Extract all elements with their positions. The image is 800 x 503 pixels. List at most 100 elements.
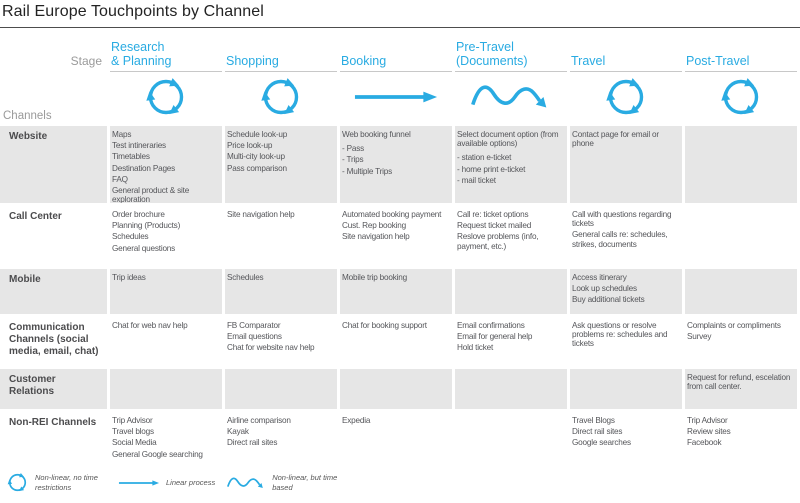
touchpoint-item: FAQ [112,174,128,184]
touchpoint-item: - mail ticket [457,175,496,185]
stage-title: Pre-Travel(Documents) [456,40,528,68]
touchpoint-item: Test intineraries [112,141,166,151]
row-label-communication-channels-social-media-email-chat: Communication Channels (social media, em… [9,322,99,357]
channels-axis-label: Channels [3,110,52,122]
cell-customer-relations-pre-travel-documents [455,369,567,409]
touchpoint-item: Chat for booking support [342,321,427,330]
touchpoint-item: Email for general help [457,332,533,342]
touchpoint-item: Kayak [227,427,249,437]
touchpoint-item: Pass comparison [227,163,287,173]
cell-communication-channels-social-media-email-chat-travel: Ask questions or resolve problems re: sc… [570,317,682,366]
touchpoint-item: Planning (Products) [112,221,181,231]
cycle-icon [110,71,222,123]
touchpoint-item: Multi-city look-up [227,152,285,162]
touchpoint-item: Schedule look-up [227,130,288,139]
touchpoint-item: Schedules [112,232,149,242]
stage-axis-label: Stage [70,54,102,68]
stage-header-booking: Booking [340,33,452,72]
touchpoint-item: Ask questions or resolve problems re: sc… [572,321,668,349]
stage-title: Research& Planning [111,40,172,68]
cell-website-pre-travel-documents: Select document option (from available o… [455,126,567,203]
touchpoint-item: Destination Pages [112,163,176,173]
cell-call-center-shopping: Site navigation help [225,206,337,266]
stage-header-pre-travel-documents: Pre-Travel(Documents) [455,33,567,72]
touchpoint-item: Trip Advisor [112,416,153,425]
legend-item-non-linear-no-time-restrictions: Non-linear, no time restrictions [6,471,107,494]
touchpoint-item: Complaints or compliments [687,321,781,330]
cell-mobile-research-planning: Trip ideas [110,269,222,314]
cycle-icon [685,71,797,123]
cell-mobile-booking: Mobile trip booking [340,269,452,314]
touchpoint-item: General product & site exploration [112,185,190,203]
row-label-call-center: Call Center [9,211,62,222]
cycle-icon [6,471,29,494]
touchpoint-item: - Pass [342,144,365,154]
cell-website-post-travel [685,126,797,203]
title-divider [0,27,800,28]
touchpoint-item: - station e-ticket [457,153,512,163]
stage-header-research-planning: Research& Planning [110,33,222,72]
legend-label: Non-linear, no time restrictions [35,472,98,492]
legend-label: Non-linear, but time based [272,472,338,492]
cell-communication-channels-social-media-email-chat-research-planning: Chat for web nav help [110,317,222,366]
touchpoint-item: - home print e-ticket [457,164,526,174]
cell-mobile-pre-travel-documents [455,269,567,314]
touchpoint-item: Automated booking payment [342,210,442,219]
touchpoint-item: Web booking funnel [342,130,411,139]
touchpoint-item: Email questions [227,332,282,342]
touchpoint-item: FB Comparator [227,321,281,330]
row-label-customer-relations: Customer Relations [0,369,107,409]
stage-title: Shopping [226,54,279,68]
legend-item-non-linear-but-time-based: Non-linear, but time based [226,473,344,493]
cell-customer-relations-post-travel: Request for refund, escelation from call… [685,369,797,409]
touchpoint-item: Survey [687,332,712,342]
touchpoint-item: Email confirmations [457,321,525,330]
cell-non-rei-channels-booking: Expedia [340,412,452,470]
touchpoint-item: Buy additional tickets [572,295,645,305]
touchpoint-item: Access itinerary [572,273,627,282]
touchpoint-item: Trip ideas [112,273,146,282]
touchpoint-item: Price look-up [227,141,273,151]
touchpoint-item: Request for refund, escelation from call… [687,373,791,392]
cell-customer-relations-booking [340,369,452,409]
touchpoint-item: Travel blogs [112,427,154,437]
touchpoint-item: Look up schedules [572,284,637,294]
cell-website-travel: Contact page for email or phone [570,126,682,203]
wave-icon [226,473,266,493]
stage-title: Booking [341,54,387,68]
touchpoint-item: Travel Blogs [572,416,615,425]
row-label-website: Website [0,126,107,203]
cell-customer-relations-shopping [225,369,337,409]
touchpoint-item: Cust. Rep booking [342,221,406,231]
touchpoint-item: Review sites [687,427,731,437]
legend-item-linear-process: Linear process [118,478,215,488]
touchpoint-item: Timetables [112,152,150,162]
cell-non-rei-channels-pre-travel-documents [455,412,567,470]
cell-communication-channels-social-media-email-chat-booking: Chat for booking support [340,317,452,366]
touchpoint-item: Expedia [342,416,371,425]
touchpoint-item: Airline comparison [227,416,291,425]
cycle-icon [225,71,337,123]
arrow-icon [118,479,160,487]
touchpoint-item: Hold ticket [457,343,494,353]
cell-call-center-post-travel [685,206,797,266]
cell-customer-relations-research-planning [110,369,222,409]
touchpoint-item: Mobile trip booking [342,273,407,282]
stage-header-post-travel: Post-Travel [685,33,797,72]
touchpoint-item: Schedules [227,273,264,282]
legend-label: Linear process [166,477,216,487]
stage-title: Travel [571,54,606,68]
